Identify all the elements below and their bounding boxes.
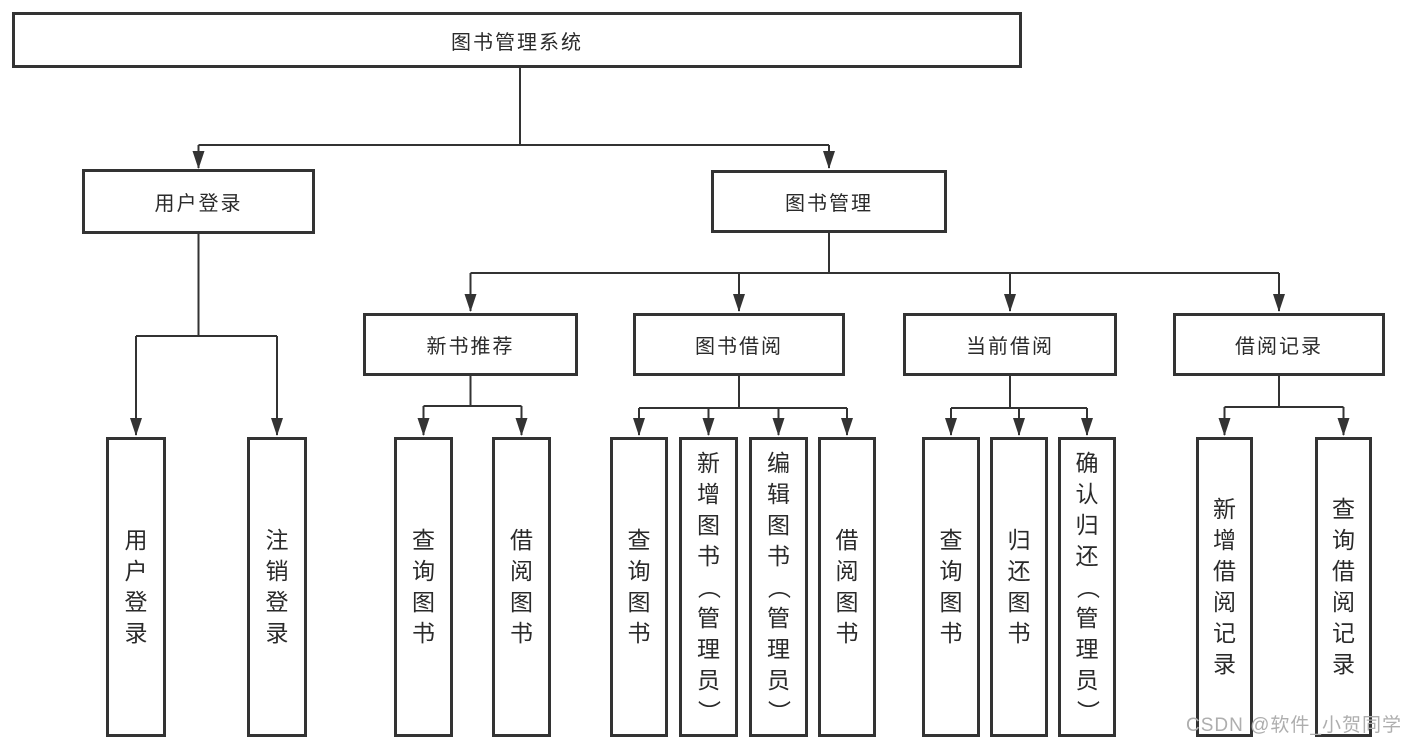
leaf-cb-return-books: 归还图书 — [990, 437, 1048, 737]
node-user-login: 用户登录 — [82, 169, 315, 234]
leaf-nbr-borrow-books: 借阅图书 — [492, 437, 551, 737]
book-borrow-branch-lines — [633, 376, 853, 436]
borrow-record-branch-lines — [1218, 376, 1350, 436]
leaf-bb-add-books-admin: 新增图书（管理员） — [679, 437, 738, 737]
leaf-cb-confirm-return-admin: 确认归还（管理员） — [1058, 437, 1116, 737]
csdn-watermark: CSDN @软件_小贺同学 — [1186, 715, 1402, 736]
leaf-user-login: 用户登录 — [106, 437, 166, 737]
leaf-bb-borrow-books: 借阅图书 — [818, 437, 876, 737]
node-book-management: 图书管理 — [711, 170, 947, 233]
node-new-book-recommend: 新书推荐 — [363, 313, 578, 376]
root-branch-lines — [192, 68, 835, 169]
node-root-library-system: 图书管理系统 — [12, 12, 1022, 68]
current-borrow-branch-lines — [945, 376, 1093, 436]
book-mgmt-branch-lines — [464, 233, 1285, 312]
node-borrow-record: 借阅记录 — [1173, 313, 1385, 376]
user-login-branch-lines — [130, 234, 283, 436]
new-book-rec-branch-lines — [417, 376, 528, 436]
leaf-nbr-query-books: 查询图书 — [394, 437, 453, 737]
leaf-cb-query-books: 查询图书 — [922, 437, 980, 737]
leaf-logout: 注销登录 — [247, 437, 307, 737]
leaf-bb-query-books: 查询图书 — [610, 437, 668, 737]
leaf-br-add-record: 新增借阅记录 — [1196, 437, 1253, 737]
leaf-bb-edit-books-admin: 编辑图书（管理员） — [749, 437, 808, 737]
node-current-borrow: 当前借阅 — [903, 313, 1117, 376]
leaf-br-query-record: 查询借阅记录 — [1315, 437, 1372, 737]
node-book-borrow: 图书借阅 — [633, 313, 845, 376]
